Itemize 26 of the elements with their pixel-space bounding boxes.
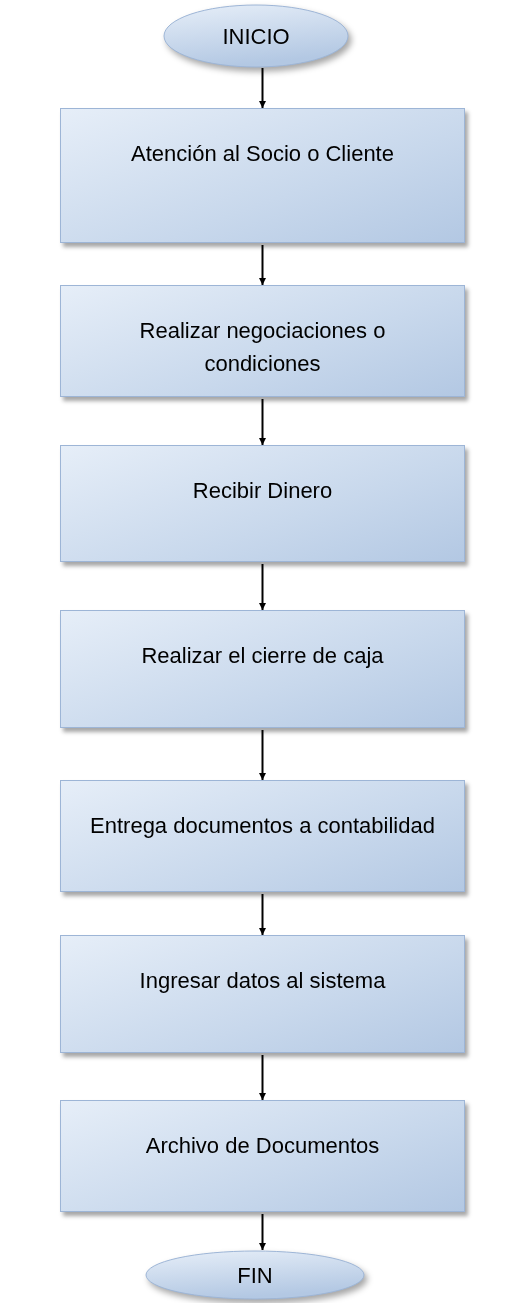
arrow	[259, 1054, 266, 1101]
step-label: Realizar negociaciones o condiciones	[138, 317, 387, 378]
process-box	[60, 1100, 465, 1212]
step-label: Realizar el cierre de caja	[140, 642, 385, 670]
step-label: INICIO	[221, 22, 291, 51]
step-label: Entrega documentos a contabilidad	[89, 812, 436, 840]
step-label: Ingresar datos al sistema	[138, 967, 387, 995]
process-box	[60, 108, 465, 243]
process-box	[60, 780, 465, 892]
arrow	[259, 563, 266, 611]
step-label: Recibir Dinero	[191, 477, 334, 505]
arrow	[259, 729, 266, 781]
arrow	[259, 67, 266, 109]
process-box	[60, 935, 465, 1053]
step-label: Atención al Socio o Cliente	[130, 140, 395, 168]
arrow	[259, 244, 266, 286]
terminator-ellipse	[163, 4, 349, 68]
process-box	[60, 610, 465, 728]
step-label: FIN	[236, 1261, 274, 1290]
arrow	[259, 893, 266, 936]
process-box	[60, 285, 465, 397]
step-label: Archivo de Documentos	[144, 1132, 381, 1160]
arrow	[259, 1213, 266, 1251]
arrow	[259, 398, 266, 446]
terminator-ellipse	[145, 1250, 365, 1300]
process-box	[60, 445, 465, 562]
